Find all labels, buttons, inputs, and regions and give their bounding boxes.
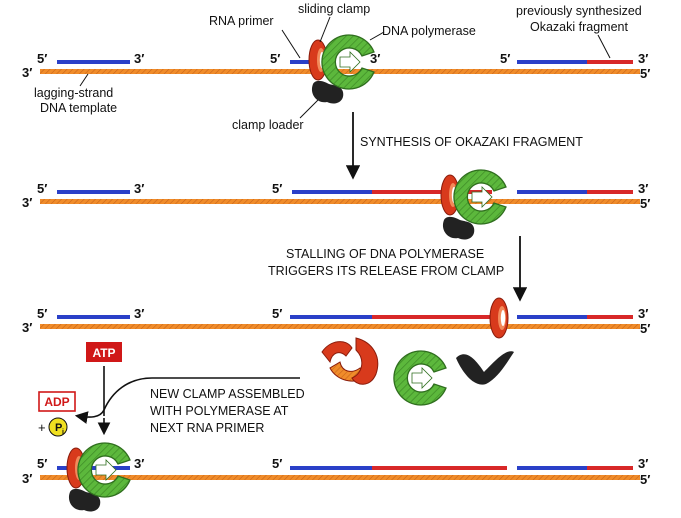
okazaki-fragment-4a [57, 466, 130, 470]
end-label-3: 3′ [134, 306, 144, 321]
template-strand-3 [40, 324, 640, 329]
dna-polymerase-shape [321, 34, 375, 90]
okazaki-fragment-2b-dna [517, 190, 587, 194]
label-okazaki-line1: previously synthesized [516, 4, 642, 18]
end-label-5: 5′ [640, 472, 650, 487]
okazaki-fragment-4c-rna [587, 466, 633, 470]
new-dna-2-rna [372, 190, 492, 194]
label-sliding-clamp: sliding clamp [298, 2, 370, 16]
okazaki-fragment-3b-dna [517, 315, 587, 319]
phosphate-label: P [55, 422, 62, 434]
end-label-3: 3′ [638, 456, 648, 471]
step-2-label-line2: TRIGGERS ITS RELEASE FROM CLAMP [268, 264, 504, 278]
free-dna-polymerase-shape [393, 350, 447, 406]
end-label-5: 5′ [640, 321, 650, 336]
phosphate-subscript: i [62, 429, 64, 436]
end-label-5: 5′ [500, 51, 510, 66]
free-clamp-halves [321, 337, 379, 385]
end-label-5: 5′ [640, 66, 650, 81]
adp-arrow [74, 409, 105, 424]
end-label-5: 5′ [272, 306, 282, 321]
step-3-label-line2: WITH POLYMERASE AT [150, 404, 289, 418]
label-dna-polymerase: DNA polymerase [382, 24, 476, 38]
end-label-3: 3′ [638, 306, 648, 321]
end-label-5: 5′ [270, 51, 280, 66]
row-3: 5′ 3′ 5′ 3′ 3′ 5′ [22, 297, 650, 406]
end-label-3: 3′ [134, 51, 144, 66]
phosphate-circle [48, 417, 68, 437]
rna-primer-1 [290, 60, 310, 64]
end-label-3: 3′ [22, 195, 32, 210]
okazaki-fragment-3b-rna [587, 315, 633, 319]
end-label-3: 3′ [638, 181, 648, 196]
end-label-5: 5′ [37, 456, 47, 471]
step-2-label-line1: STALLING OF DNA POLYMERASE [286, 247, 484, 261]
sliding-clamp-on-dna [489, 297, 509, 339]
end-label-5: 5′ [37, 181, 47, 196]
end-label-5: 5′ [272, 181, 282, 196]
label-template-line2: DNA template [40, 101, 117, 115]
recycle-arrow-line [103, 377, 300, 411]
atp-label: ATP [92, 346, 115, 360]
okazaki-fragment-1a [57, 60, 130, 64]
row-4: 5′ 3′ 5′ 3′ 3′ 5′ [22, 442, 650, 512]
row-2: 5′ 3′ 5′ 3′ 3′ 5′ [22, 169, 650, 240]
end-label-3: 3′ [22, 65, 32, 80]
new-dna-3 [290, 315, 372, 319]
label-rna-primer: RNA primer [209, 14, 274, 28]
adp-box [38, 391, 76, 412]
label-template-line1: lagging-strand [34, 86, 113, 100]
atp-box [86, 342, 122, 362]
dna-polymerase-shape [453, 169, 507, 225]
okazaki-fragment-1b-dna [517, 60, 587, 64]
end-label-5: 5′ [37, 51, 47, 66]
template-strand-2 [40, 199, 640, 204]
end-label-3: 3′ [638, 51, 648, 66]
adp-label: ADP [44, 395, 69, 409]
end-label-3: 3′ [22, 471, 32, 486]
free-clamp-loader-shape [456, 351, 514, 385]
okazaki-fragment-4c-dna [517, 466, 587, 470]
template-strand-1 [40, 69, 640, 74]
okazaki-fragment-2a [57, 190, 130, 194]
template-strand-4 [40, 475, 640, 480]
end-label-5: 5′ [272, 456, 282, 471]
okazaki-fragment-4b-rna [372, 466, 507, 470]
end-label-3: 3′ [370, 51, 380, 66]
step-3-label-line1: NEW CLAMP ASSEMBLED [150, 387, 305, 401]
row-1: 5′ 3′ 5′ 3′ 5′ 3′ 3′ 5′ RNA primer slidi… [22, 2, 650, 132]
end-label-3: 3′ [134, 181, 144, 196]
new-dna-2 [292, 190, 372, 194]
label-okazaki-line2: Okazaki fragment [530, 20, 628, 34]
end-label-3: 3′ [22, 320, 32, 335]
step-1-label: SYNTHESIS OF OKAZAKI FRAGMENT [360, 135, 583, 149]
okazaki-fragment-3a [57, 315, 130, 319]
okazaki-fragment-4b-dna [290, 466, 372, 470]
okazaki-fragment-1b-rna [587, 60, 633, 64]
end-label-5: 5′ [640, 196, 650, 211]
label-clamp-loader: clamp loader [232, 118, 304, 132]
okazaki-fragment-2b-rna [587, 190, 633, 194]
end-label-3: 3′ [134, 456, 144, 471]
plus-sign: + [38, 420, 46, 435]
end-label-5: 5′ [37, 306, 47, 321]
new-dna-3-rna [372, 315, 507, 319]
step-3-label-line3: NEXT RNA PRIMER [150, 421, 264, 435]
